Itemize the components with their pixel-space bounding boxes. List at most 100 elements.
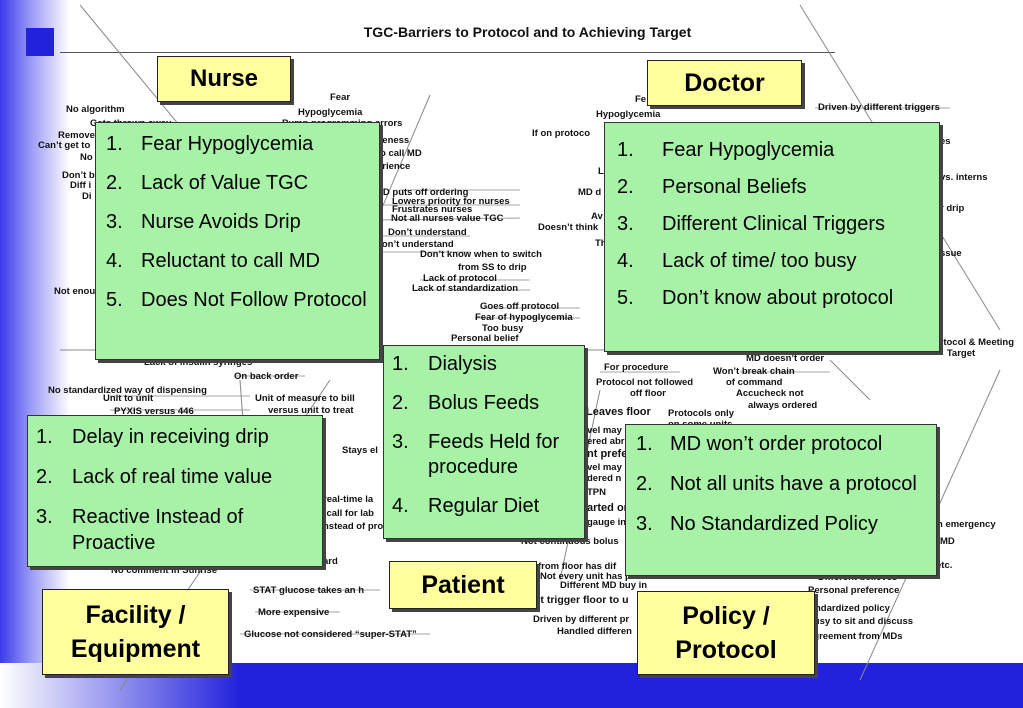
- label-md-doesnt-order: MD doesn’t order: [746, 353, 825, 364]
- label-driven-by: Driven by different triggers: [818, 102, 940, 113]
- label-di: Di: [82, 191, 92, 202]
- label-vs-interns: vs. interns: [940, 172, 988, 183]
- label-different-believes: Different believes: [818, 572, 898, 583]
- label-call-for-lab: o call for lab: [318, 508, 374, 519]
- category-facility-equipment: Facility / Equipment: [42, 589, 229, 675]
- label-protocols-only: Protocols only: [668, 408, 734, 419]
- label-different-md-buy: Different MD buy in: [560, 580, 648, 591]
- label-tpn: TPN: [587, 487, 606, 498]
- label-unit-measure: Unit of measure to bill: [255, 393, 355, 404]
- label-r-drip: r drip: [940, 203, 965, 214]
- label-real-time: real-time la: [323, 494, 374, 505]
- list-item: 3.No Standardized Policy: [636, 513, 878, 535]
- label-protocol-not-followed: Protocol not followed: [596, 377, 694, 388]
- label-md-puts-off: MD puts off ordering: [375, 187, 469, 198]
- label-more-expensive: More expensive: [258, 607, 330, 618]
- label-no-comment: No comment in Sunrise: [111, 565, 218, 576]
- list-item: 4.Regular Diet: [392, 495, 540, 517]
- list-item: 1.MD won’t order protocol: [636, 433, 883, 455]
- label-off-floor: off floor: [630, 388, 666, 399]
- label-es: es: [940, 136, 951, 147]
- category-nurse: Nurse: [157, 56, 291, 102]
- label-leaves-floor: Leaves floor: [586, 406, 651, 418]
- label-wont-break: Won’t break chain: [713, 366, 795, 377]
- label-goes-off: Goes off protocol: [480, 301, 560, 312]
- label-etc: etc.: [936, 560, 953, 571]
- label-stays: Stays el: [342, 445, 378, 456]
- label-no: No: [80, 152, 93, 163]
- label-effect: s to Protocol & Meeting Target: [907, 337, 1015, 359]
- label-hypoglycemia-nurse: Hypoglycemia: [298, 107, 363, 118]
- panel-facility: 1.Delay in receiving drip 2.Lack of real…: [27, 415, 323, 567]
- label-frustrates: Frustrates nurses: [392, 204, 473, 215]
- category-doctor: Doctor: [647, 60, 802, 106]
- label-std-policy: ndardized policy: [815, 603, 890, 614]
- panel-patient: 1.Dialysis 2.Bolus Feeds 3.Feeds Held fo…: [383, 345, 585, 539]
- label-accucheck: Accucheck not: [736, 388, 804, 399]
- label-handled-diff: Handled differen: [557, 626, 632, 637]
- accent-square: [26, 28, 54, 56]
- label-dont-know-switch: Don’t know when to switch: [420, 249, 542, 260]
- label-nt-trigger: nt trigger floor to u: [534, 594, 629, 606]
- label-awareness: veness: [377, 135, 410, 146]
- category-policy-protocol: Policy / Protocol: [637, 591, 815, 675]
- label-instead-of-pro: nstead of pro: [323, 521, 384, 532]
- list-item: 5.Don’t know about protocol: [617, 287, 894, 309]
- label-if-on-protocol: If on protoco: [532, 128, 591, 139]
- label-hypoglycemia-doctor: Hypoglycemia: [596, 109, 661, 120]
- list-item: 3.Nurse Avoids Drip: [106, 211, 301, 233]
- label-vel-may: vel may: [587, 425, 622, 436]
- label-stat-glucose: STAT glucose takes an h: [253, 585, 365, 596]
- label-dont-understand-1: Don’t understand: [388, 227, 467, 238]
- list-item: 3.Reactive Instead of Proactive: [36, 506, 244, 554]
- label-not-enough: Not enou: [54, 286, 96, 297]
- panel-doctor: 1.Fear Hypoglycemia 2.Personal Beliefs 3…: [604, 122, 940, 352]
- list-item: 3.Different Clinical Triggers: [617, 213, 886, 235]
- label-driven-by-diff: Driven by different pr: [533, 614, 630, 625]
- panel-nurse: 1.Fear Hypoglycemia 2.Lack of Value TGC …: [95, 122, 380, 360]
- diagram-title: TGC-Barriers to Protocol and to Achievin…: [363, 24, 692, 40]
- label-from-floor: from floor has dif: [538, 561, 617, 572]
- label-not-all-nurses: Not all nurses value TGC: [391, 213, 504, 224]
- label-cant-get-to: Can’t get to: [38, 140, 91, 151]
- label-dont-b: Don’t b: [62, 170, 95, 181]
- list-item: 1.Fear Hypoglycemia: [106, 133, 314, 155]
- list-item: 4.Lack of time/ too busy: [617, 250, 857, 272]
- label-not-cont-bolus: Not continuous bolus: [521, 536, 619, 547]
- label-personal-pref: Personal preference: [808, 585, 900, 596]
- label-arted-or: arted or: [587, 502, 628, 514]
- label-pyxis: PYXIS versus 446: [114, 406, 194, 417]
- list-item: 1.Fear Hypoglycemia: [617, 139, 835, 161]
- label-to-call-md: o call MD: [380, 148, 422, 159]
- label-gauge-in: gauge in: [587, 517, 627, 528]
- label-lack-protocol: Lack of protocol: [423, 273, 497, 284]
- label-ssue: ssue: [940, 248, 962, 259]
- label-lack-syringes: Lack of insulin syringes: [144, 357, 253, 368]
- list-item: 1.Delay in receiving drip: [36, 426, 269, 448]
- label-ard: ard: [323, 556, 338, 567]
- label-of-command: of command: [726, 377, 783, 388]
- list-item: 4.Reluctant to call MD: [106, 250, 320, 272]
- label-fear-hypo: Fear of hypoglycemia: [475, 312, 573, 323]
- label-md-d: MD d: [578, 187, 602, 198]
- label-experience: erience: [377, 161, 411, 172]
- label-lack-standardization: Lack of standardization: [412, 283, 519, 294]
- label-th: Th: [595, 238, 607, 249]
- label-ered-abr: ered abr: [587, 436, 625, 447]
- list-item: 2.Not all units have a protocol: [636, 473, 917, 495]
- list-item: 1.Dialysis: [392, 353, 497, 375]
- category-patient: Patient: [389, 561, 537, 609]
- label-glucose-not-stat: Glucose not considered “super-STAT”: [244, 629, 417, 640]
- label-from-ss: from SS to drip: [458, 262, 527, 273]
- label-disagreement: agreement from MDs: [808, 631, 903, 642]
- label-in-emergency: n emergency: [937, 519, 996, 530]
- label-unit-to-unit: Unit to unit: [103, 393, 154, 404]
- label-remove: Remove: [58, 130, 95, 141]
- label-av: Av: [591, 211, 603, 222]
- label-fe: Fe: [635, 94, 647, 105]
- list-item: 5.Does Not Follow Protocol: [106, 289, 367, 311]
- label-for-procedure: For procedure: [604, 362, 669, 373]
- label-busy-sit: busy to sit and discuss: [808, 616, 914, 627]
- label-versus-unit: versus unit to treat: [268, 405, 354, 416]
- label-too-busy: Too busy: [482, 323, 524, 334]
